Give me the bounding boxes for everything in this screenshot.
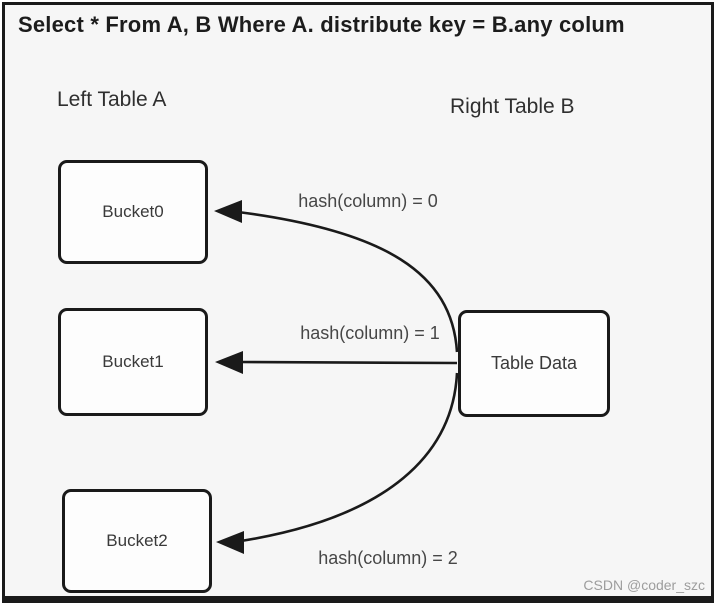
arrow-line-to-bucket1: [238, 360, 458, 365]
hash-label-1: hash(column) = 1: [300, 323, 440, 343]
table-data-node: Table Data: [458, 310, 610, 417]
bucket0-node: Bucket0: [58, 160, 208, 264]
right-table-heading: Right Table B: [450, 95, 575, 118]
hash-label-2: hash(column) = 2: [318, 548, 458, 568]
arrow-curve-to-bucket2: [240, 372, 459, 543]
bucket2-node: Bucket2: [62, 489, 212, 593]
arrowhead-bucket2-icon: [216, 531, 244, 554]
bucket1-node: Bucket1: [58, 308, 208, 416]
table-data-label: Table Data: [490, 353, 578, 373]
diagram-frame: Select * From A, B Where A. distribute k…: [2, 2, 714, 603]
bucket1-label: Bucket1: [102, 352, 164, 371]
left-table-heading: Left Table A: [57, 88, 167, 111]
csdn-watermark: CSDN @coder_szc: [583, 577, 705, 593]
hash-label-0: hash(column) = 0: [298, 191, 438, 211]
bucket2-label: Bucket2: [106, 531, 168, 550]
sql-query-title: Select * From A, B Where A. distribute k…: [18, 12, 625, 37]
arrowhead-bucket1-icon: [215, 351, 243, 374]
arrowhead-bucket0-icon: [214, 200, 242, 223]
bucket0-label: Bucket0: [102, 202, 164, 221]
